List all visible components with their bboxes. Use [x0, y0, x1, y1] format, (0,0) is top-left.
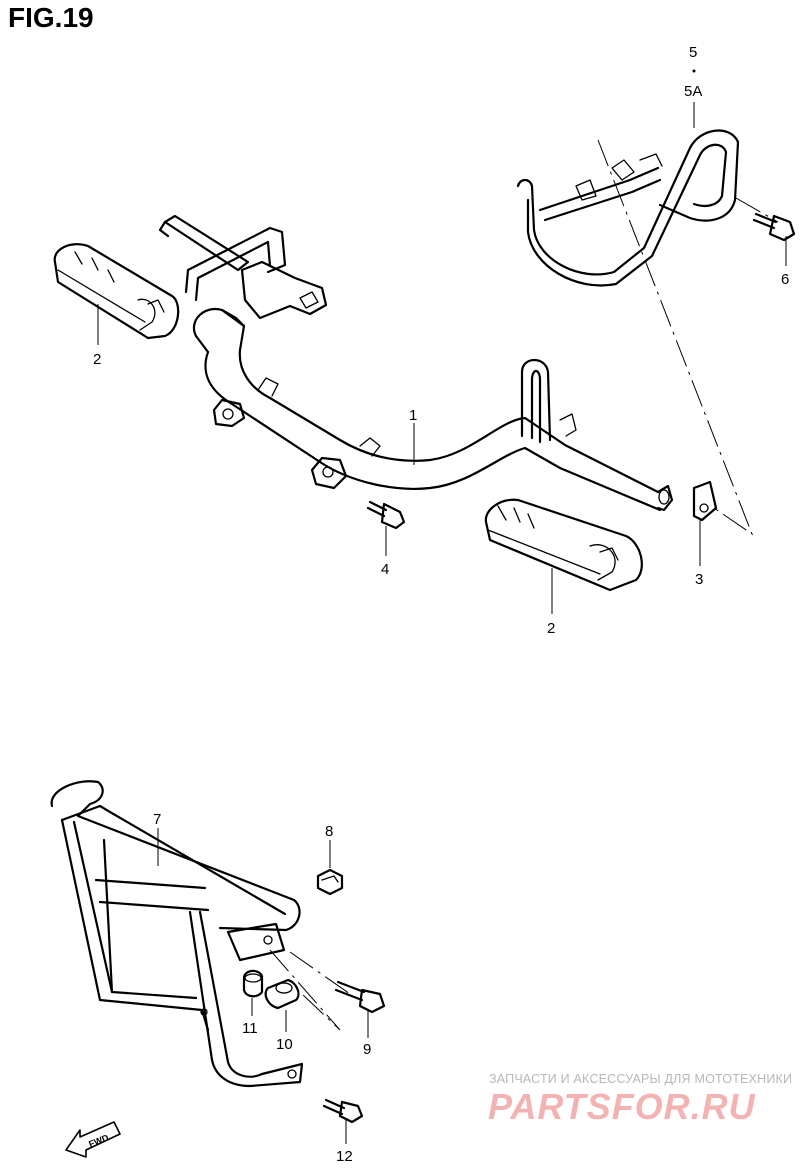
fwd-arrow-icon: FWD: [65, 1121, 121, 1158]
rear-guard-part[interactable]: [516, 129, 740, 287]
bushing-11-part[interactable]: [242, 969, 264, 998]
callout-2-right: 2: [547, 620, 555, 637]
bolt-4-part[interactable]: [366, 500, 406, 530]
callout-1: 1: [409, 407, 417, 424]
footrest-bar-part[interactable]: [158, 214, 674, 512]
callout-11: 11: [242, 1020, 258, 1037]
callout-7: 7: [153, 811, 161, 828]
bolt-12-part[interactable]: [322, 1098, 364, 1124]
callout-5a: 5A: [684, 83, 702, 100]
bolt-9-part[interactable]: [334, 980, 386, 1014]
callout-8: 8: [325, 823, 333, 840]
bolt-6-part[interactable]: [752, 212, 796, 242]
assembly-guide-lines: [269, 139, 779, 1031]
front-guard-part[interactable]: [50, 780, 304, 1088]
footrest-rubber-right-part[interactable]: [484, 498, 643, 592]
callout-12: 12: [336, 1148, 353, 1165]
nut-8-part[interactable]: [316, 868, 344, 896]
callout-5: 5: [689, 44, 697, 61]
mount-bracket-part[interactable]: [692, 480, 718, 522]
collar-10-part[interactable]: [264, 978, 300, 1010]
watermark-brand: PARTSFOR.RU: [488, 1086, 756, 1127]
callout-3: 3: [695, 571, 703, 588]
callout-10: 10: [276, 1036, 293, 1053]
callout-2-left: 2: [93, 351, 101, 368]
callout-numbers: 1 2 2 3 4 5 5A 6 7 8 9 10 11 12: [93, 44, 789, 1165]
leader-lines: [97, 69, 787, 1144]
callout-4: 4: [381, 561, 389, 578]
footrest-rubber-left-part[interactable]: [53, 243, 180, 340]
figure-title: FIG.19: [8, 2, 94, 33]
callout-6: 6: [781, 271, 789, 288]
watermark-subtitle: ЗАПЧАСТИ И АКСЕССУАРЫ ДЛЯ МОТОТЕХНИКИ: [489, 1072, 793, 1086]
callout-9: 9: [363, 1041, 371, 1058]
